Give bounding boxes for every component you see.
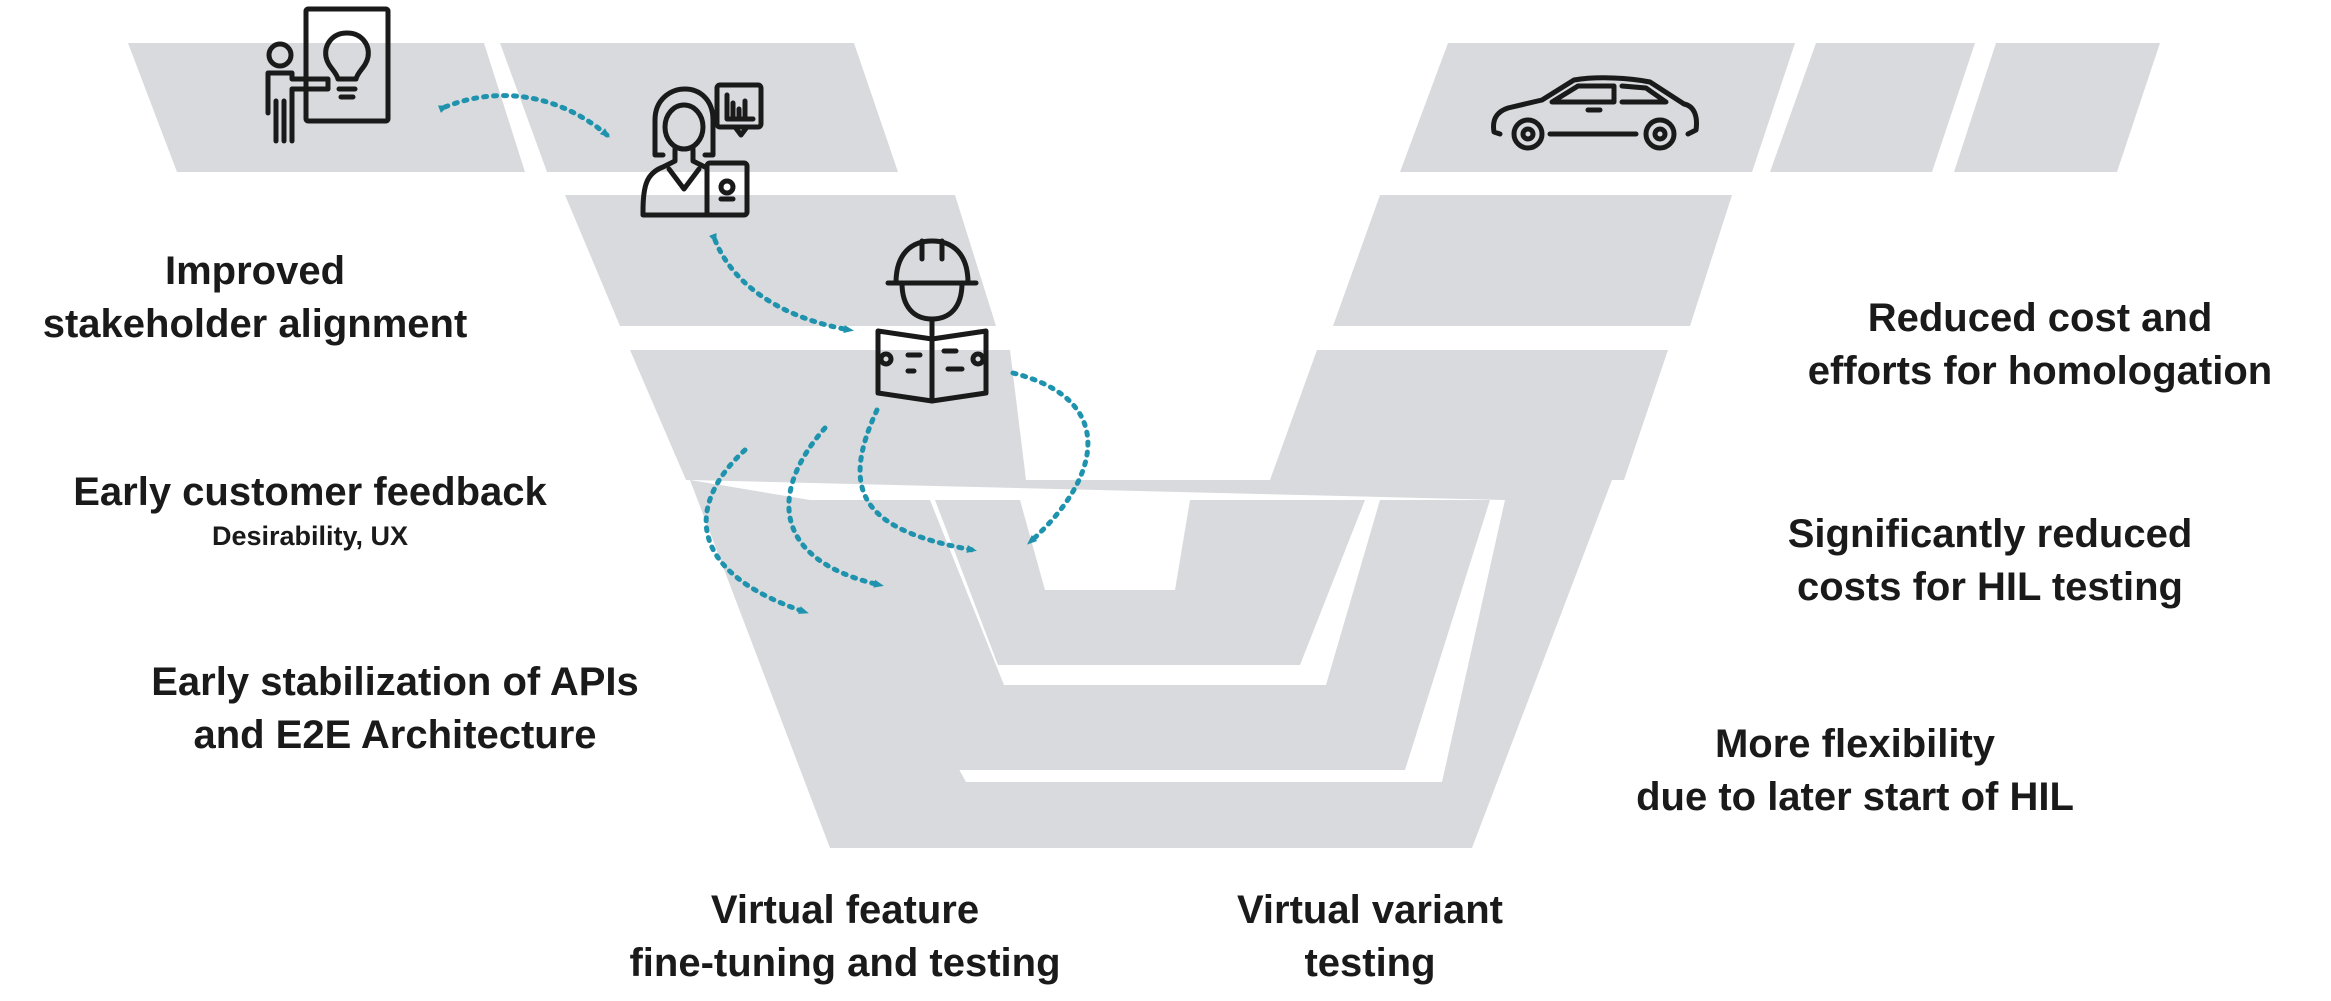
band-right-row1b <box>1770 43 1975 172</box>
arrow-engineer-to-lower-2 <box>786 425 884 588</box>
band-right-row2 <box>1333 195 1732 326</box>
label-variant-line1: Virtual variant <box>1236 888 1504 932</box>
arrow-engineer-to-lower-1 <box>703 447 809 615</box>
band-left-row1a <box>128 43 525 172</box>
car-icon <box>1491 75 1699 151</box>
benefit-feedback-subtitle: Desirability, UX <box>211 520 409 551</box>
band-left-row1b <box>500 43 898 172</box>
analyst-woman-laptop-icon <box>640 82 764 218</box>
label-variant-line2: testing <box>1304 940 1436 985</box>
arrow-engineer-to-lower-4 <box>1010 370 1091 545</box>
engineer-hardhat-blueprint-icon <box>875 238 989 404</box>
label-virtual-feature: Virtual feature fine-tuning and testing <box>575 884 1115 990</box>
band-left-row3 <box>630 350 1026 480</box>
benefit-feedback-title: Early customer feedback <box>73 470 547 514</box>
arrow-analyst-to-engineer <box>709 232 854 333</box>
label-feature-line2: fine-tuning and testing <box>629 940 1061 985</box>
presenter-lightbulb-icon <box>265 6 391 144</box>
benefit-homologation: Reduced cost and efforts for homologatio… <box>1760 292 2320 398</box>
label-feature-line1: Virtual feature <box>710 888 980 932</box>
benefit-hil-costs: Significantly reduced costs for HIL test… <box>1740 508 2240 614</box>
benefit-apis-line1: Early stabilization of APIs <box>151 660 639 704</box>
benefit-hil-line1: Significantly reduced <box>1787 512 2193 556</box>
arrow-engineer-to-lower-3 <box>857 407 977 553</box>
benefit-flexibility-line1: More flexibility <box>1714 722 1996 766</box>
benefit-flexibility: More flexibility due to later start of H… <box>1590 718 2120 824</box>
benefit-customer-feedback: Early customer feedback Desirability, UX <box>20 466 600 554</box>
upper-v-bands <box>128 43 2160 480</box>
benefit-api-stabilization: Early stabilization of APIs and E2E Arch… <box>100 656 690 762</box>
benefit-homologation-line2: efforts for homologation <box>1807 348 2273 393</box>
band-right-row3 <box>1270 350 1668 480</box>
band-left-row2 <box>565 195 996 326</box>
band-right-row1c <box>1954 43 2160 172</box>
benefit-apis-line2: and E2E Architecture <box>193 712 597 757</box>
benefit-stakeholder-alignment: Improved stakeholder alignment <box>0 245 510 351</box>
label-virtual-variant: Virtual variant testing <box>1160 884 1580 990</box>
benefit-stakeholder-line2: stakeholder alignment <box>42 301 468 346</box>
band-inner-notch <box>1020 500 1190 590</box>
benefit-homologation-line1: Reduced cost and <box>1867 296 2213 340</box>
benefit-hil-line2: costs for HIL testing <box>1797 564 2183 609</box>
band-lower-middle <box>810 500 1490 770</box>
dotted-arrows <box>437 93 1091 615</box>
benefit-flexibility-line2: due to later start of HIL <box>1636 774 2074 819</box>
benefit-stakeholder-line1: Improved <box>164 249 346 293</box>
arrow-presenter-to-analyst <box>437 93 611 138</box>
